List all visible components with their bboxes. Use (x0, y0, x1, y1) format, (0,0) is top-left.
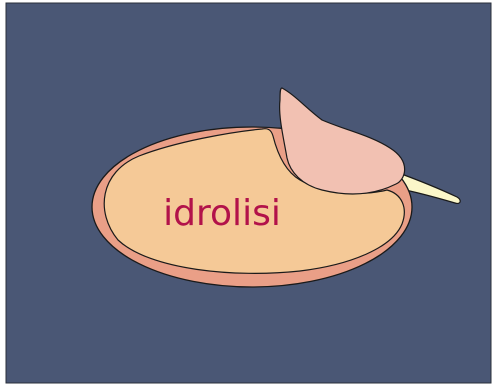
process-label: idrolisi (163, 193, 281, 234)
